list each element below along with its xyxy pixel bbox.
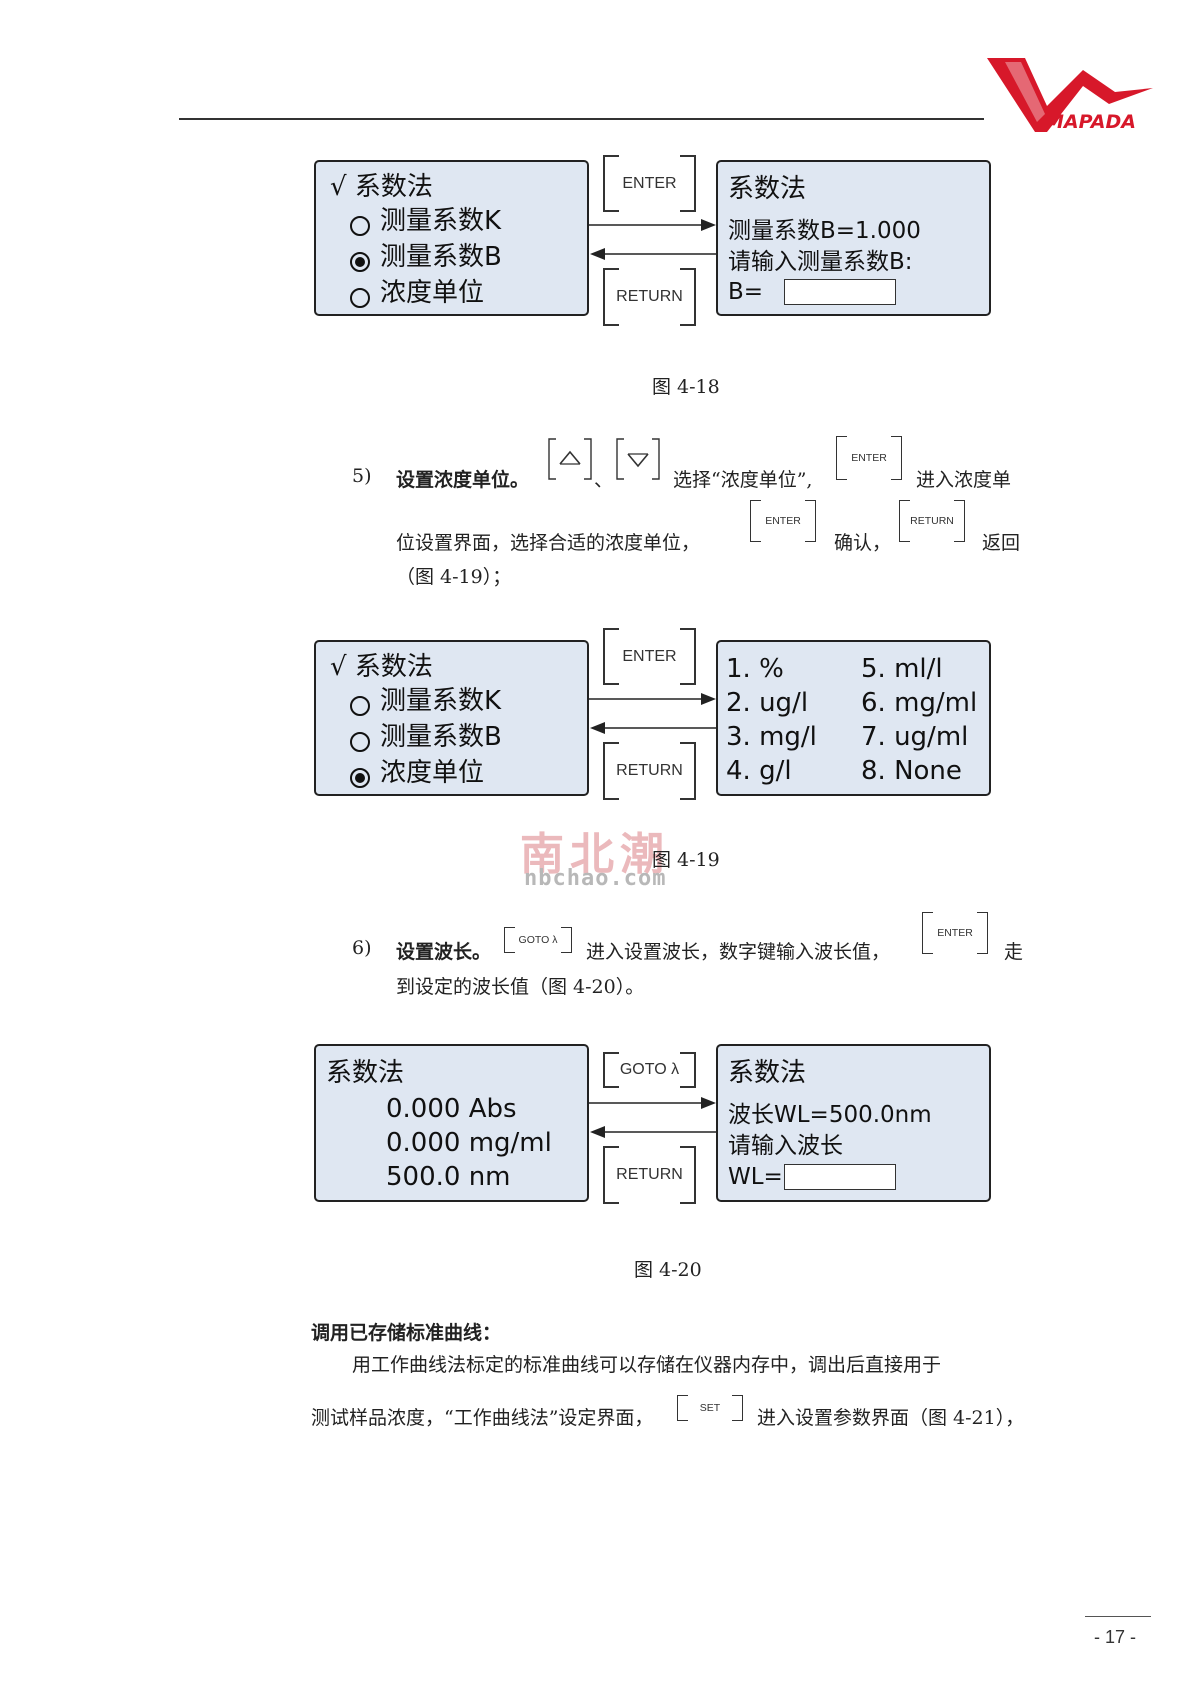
step6-text-line2: 到设定的波长值（图 4-20）。 [396,976,645,998]
radio-option-unit [350,288,370,308]
menu-item-b: 测量系数B [380,242,502,272]
unit-option: 8. None [861,756,962,786]
header-rule [179,118,984,120]
step5-text-line2: 位设置界面，选择合适的浓度单位， [396,532,701,554]
radio-option-k [350,696,370,716]
footer-rule [1085,1616,1151,1617]
lcd-wavelength-input-screen: 系数法 波长WL=500.0nm 请输入波长 WL= [716,1044,991,1202]
wavelength-value: 500.0 nm [386,1162,511,1192]
forward-arrow [589,219,716,231]
unit-option: 6. mg/ml [861,688,978,718]
wavelength-input-field [784,1164,896,1190]
menu-item-k: 测量系数K [380,206,502,236]
enter-key-inline-confirm: ENTER [750,500,816,542]
radio-option-k [350,216,370,236]
return-key-inline: RETURN [899,500,965,542]
screen-title: 系数法 [728,174,807,204]
concentration-value: 0.000 mg/ml [386,1128,552,1158]
unit-option: 3. mg/l [726,722,817,752]
figure-caption-4-18: 图 4-18 [652,376,720,398]
unit-option: 5. ml/l [861,654,943,684]
separator: 、 [594,469,614,491]
menu-item-b: 测量系数B [380,722,502,752]
screen-title: 系数法 [728,1058,807,1088]
lcd-measure-screen: 系数法 0.000 Abs 0.000 mg/ml 500.0 nm [314,1044,589,1202]
menu-item-unit: 浓度单位 [380,278,485,308]
return-key: RETURN [603,268,696,326]
set-key-inline: SET [677,1395,743,1421]
menu-title: √ 系数法 [330,172,433,202]
enter-key-inline: ENTER [922,912,988,954]
return-key: RETURN [603,742,696,800]
radio-option-b [350,732,370,752]
back-arrow [590,722,717,734]
step-number-6: 6) [352,937,372,959]
lcd-unit-list-screen: 1. % 2. ug/l 3. mg/l 4. g/l 5. ml/l 6. m… [716,640,991,796]
input-prompt: 请输入测量系数B: [728,249,913,275]
return-key: RETURN [603,1146,696,1204]
lcd-coefficient-input-screen: 系数法 测量系数B=1.000 请输入测量系数B: B= [716,160,991,316]
section-heading: 调用已存储标准曲线： [311,1322,502,1344]
goto-lambda-key-inline: GOTO λ [504,927,572,953]
step6-text-go: 走 [1004,941,1024,963]
up-arrow-key-icon [548,438,592,480]
current-coefficient-b: 测量系数B=1.000 [728,218,921,244]
step6-text-enter: 进入设置波长，数字键输入波长值， [586,941,891,963]
step-title-5: 设置浓度单位。 [396,469,530,491]
menu-item-k: 测量系数K [380,686,502,716]
unit-option: 2. ug/l [726,688,809,718]
step5-text-select: 选择“浓度单位”, [673,469,813,491]
coefficient-input-field [784,279,896,305]
screen-title: 系数法 [326,1058,405,1088]
logo-text: MAPADA [1045,111,1136,133]
unit-option: 1. % [726,654,784,684]
section-paragraph-line1: 用工作曲线法标定的标准曲线可以存储在仪器内存中，调出后直接用于 [352,1354,942,1376]
figure-caption-4-19: 图 4-19 [652,849,720,871]
current-wavelength: 波长WL=500.0nm [728,1102,932,1128]
mapada-logo: MAPADA [987,58,1153,133]
input-prompt: 请输入波长 [728,1133,843,1159]
step-title-6: 设置波长。 [396,941,492,963]
section-paragraph-line2a: 测试样品浓度，“工作曲线法”设定界面， [311,1407,654,1429]
lcd-menu-screen-unit: √ 系数法 测量系数K 测量系数B 浓度单位 [314,640,589,796]
step5-text-back: 返回 [982,532,1021,554]
menu-title: √ 系数法 [330,652,433,682]
figure-caption-4-20: 图 4-20 [634,1259,702,1281]
forward-arrow [589,693,716,705]
enter-key: ENTER [603,628,696,685]
goto-lambda-key: GOTO λ [603,1052,696,1088]
forward-arrow [589,1097,716,1109]
menu-item-unit: 浓度单位 [380,758,485,788]
page-number: - 17 - [1094,1627,1137,1647]
radio-option-b-selected [350,252,370,272]
lcd-menu-screen: √ 系数法 测量系数K 测量系数B 浓度单位 [314,160,589,316]
down-arrow-key-icon [616,438,660,480]
back-arrow [590,248,717,260]
unit-option: 4. g/l [726,756,792,786]
step5-text-enter: 进入浓度单 [916,469,1012,491]
radio-option-unit-selected [350,768,370,788]
absorbance-value: 0.000 Abs [386,1094,517,1124]
step5-text-figref: （图 4-19）； [396,566,512,588]
step5-text-confirm: 确认， [834,532,892,554]
input-label: WL= [728,1164,783,1190]
input-label: B= [728,279,764,305]
watermark-chinese: 南北潮 [520,829,670,880]
unit-option: 7. ug/ml [861,722,969,752]
watermark-url: nbchao.com [524,866,667,891]
back-arrow [590,1126,717,1138]
enter-key: ENTER [603,155,696,212]
step-number-5: 5) [352,465,372,487]
section-paragraph-line2b: 进入设置参数界面（图 4-21）， [757,1407,1025,1429]
enter-key-inline: ENTER [836,436,902,480]
